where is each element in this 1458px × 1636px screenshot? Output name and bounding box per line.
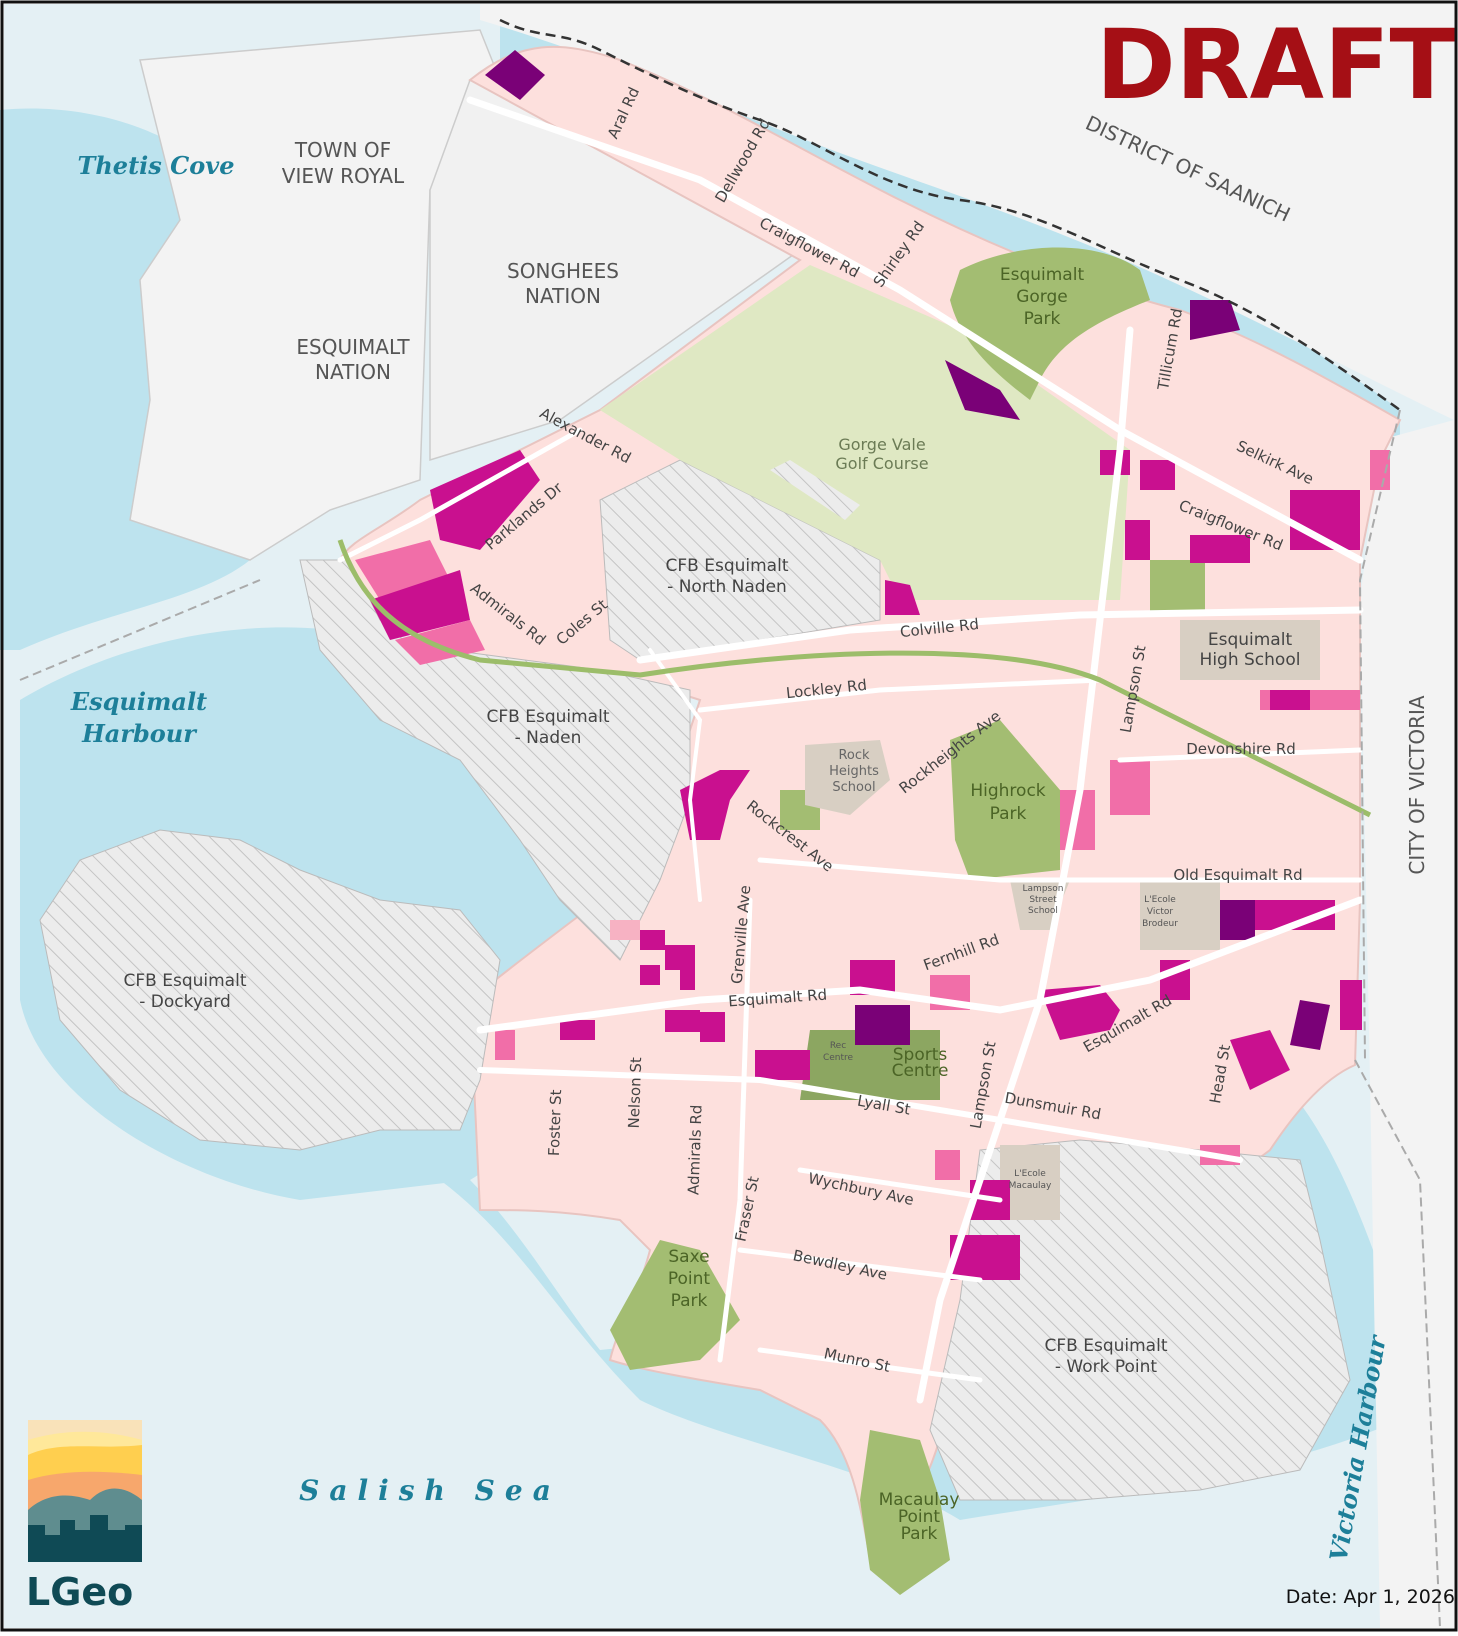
thetis-cove-label: Thetis Cove (78, 151, 235, 180)
street-foster: Foster St (545, 1089, 565, 1156)
lampson-school-label-2: Street (1029, 895, 1057, 905)
view-royal-label-2: VIEW ROYAL (282, 164, 405, 188)
golf-dash (770, 460, 860, 520)
saxe-label-1: Saxe (668, 1247, 709, 1267)
gorge-park-area (950, 247, 1150, 400)
macaulay-school-label-2: Macaulay (1009, 1181, 1052, 1191)
brodeur-label-1: L'Ecole (1144, 895, 1176, 905)
rec-centre-area (800, 1030, 940, 1100)
golf-label-2: Golf Course (835, 454, 928, 473)
high-school-label-2: High School (1200, 650, 1301, 670)
saxe-label-2: Point (668, 1269, 711, 1289)
lgeo-logo-text: LGeo (26, 1570, 133, 1614)
macaulay-school-label-1: L'Ecole (1014, 1169, 1046, 1179)
macaulay-label-2: Point (898, 1507, 941, 1527)
victoria-label: CITY OF VICTORIA (1405, 695, 1429, 875)
naden-label-2: - Naden (515, 728, 582, 748)
songhees-label-2: NATION (525, 284, 601, 308)
brodeur-label-2: Victor (1147, 907, 1173, 917)
road-network (337, 96, 1364, 1404)
sports-centre-label-2: Centre (892, 1061, 949, 1081)
brodeur-label-3: Brodeur (1142, 919, 1178, 929)
lampson-school-label-1: Lampson (1023, 884, 1064, 894)
gorge-park-label-1: Esquimalt (1000, 265, 1085, 285)
north-naden-label-1: CFB Esquimalt (666, 556, 789, 576)
work-point-label-2: - Work Point (1055, 1357, 1158, 1377)
naden-label-1: CFB Esquimalt (487, 707, 610, 727)
cfb-dockyard (39, 829, 501, 1151)
brodeur-area (1140, 880, 1220, 950)
macaulay-label-1: Macaulay (879, 1490, 960, 1510)
park-fill-1 (1150, 560, 1205, 615)
view-royal-label-1: TOWN OF (294, 138, 391, 162)
dockyard-label-2: - Dockyard (139, 992, 231, 1012)
gorge-park-label-3: Park (1024, 309, 1061, 329)
saanich-land (480, 4, 1454, 420)
draft-title: DRAFT (1096, 9, 1455, 121)
victoria-land (1360, 420, 1454, 1628)
esquimalt-harbour-label-1: Esquimalt (70, 687, 207, 716)
high-school-area (1180, 620, 1320, 680)
gorge-park-label-2: Gorge (1016, 287, 1068, 307)
golf-label-1: Gorge Vale (838, 435, 925, 454)
highrock-label-1: Highrock (970, 781, 1045, 801)
songhees-label-1: SONGHEES (507, 259, 619, 283)
street-admirals-s: Admirals Rd (684, 1104, 705, 1195)
saxe-park-area (610, 1240, 740, 1370)
esquimalt-harbour-label-2: Harbour (81, 719, 198, 748)
rock-heights-area (805, 740, 890, 815)
lampson-school-label-3: School (1028, 906, 1058, 916)
street-devonshire: Devonshire Rd (1186, 740, 1296, 758)
highrock-label-2: Park (990, 804, 1027, 824)
golf-course (600, 265, 1130, 600)
rec-centre-label-2: Centre (823, 1053, 854, 1063)
high-school-label-1: Esquimalt (1208, 630, 1293, 650)
street-old-esquimalt: Old Esquimalt Rd (1173, 866, 1302, 884)
north-naden-label-2: - North Naden (667, 577, 787, 597)
rock-heights-label-1: Rock (838, 748, 870, 763)
rock-heights-label-2: Heights (829, 764, 879, 779)
municipal-boundary (499, 18, 1401, 412)
work-point-label-1: CFB Esquimalt (1045, 1336, 1168, 1356)
salish-sea-label: Salish Sea (299, 1474, 561, 1507)
macaulay-label-3: Park (901, 1524, 938, 1544)
map-date: Date: Apr 1, 2026 (1286, 1586, 1455, 1608)
saxe-label-3: Park (671, 1291, 708, 1311)
trail-line (337, 539, 1372, 818)
dockyard-label-1: CFB Esquimalt (124, 971, 247, 991)
rec-centre-label-1: Rec (830, 1041, 846, 1051)
esquimalt-nation-label-1: ESQUIMALT (296, 335, 410, 359)
rock-heights-label-3: School (832, 780, 875, 795)
esquimalt-nation-label-2: NATION (315, 360, 391, 384)
macaulay-park-area (860, 1430, 950, 1595)
sports-centre-label-1: Sports (893, 1045, 948, 1065)
highrock-park-area (950, 720, 1060, 880)
regional-boundary (19, 579, 1441, 1629)
street-nelson: Nelson St (625, 1057, 645, 1129)
victoria-boundary (1358, 409, 1401, 1061)
lgeo-logo-icon (28, 1420, 142, 1562)
